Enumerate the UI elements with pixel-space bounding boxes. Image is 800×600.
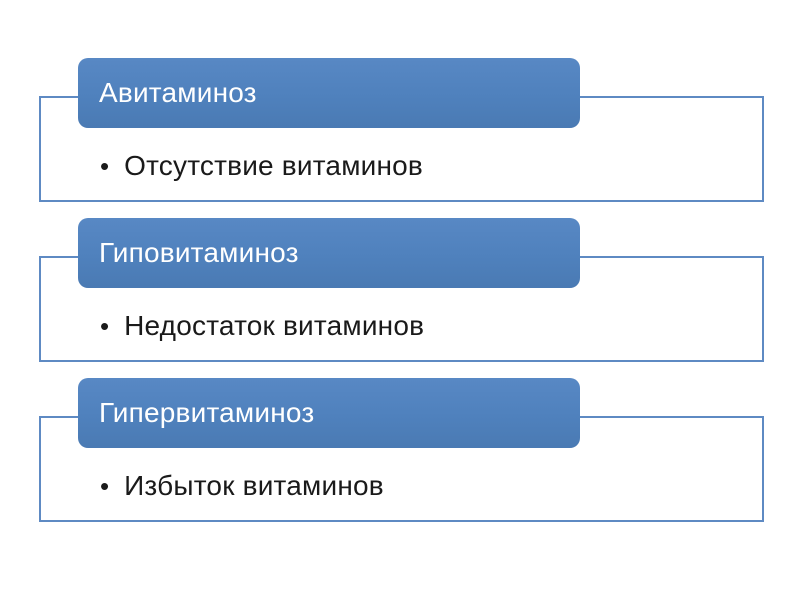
list-item-bullet-text: Избыток витаминов — [124, 470, 384, 501]
list-item-bullet-row: • Отсутствие витаминов — [100, 146, 423, 186]
list-item-bullet-text: Недостаток витаминов — [124, 310, 425, 341]
list-item-header: Авитаминоз — [78, 58, 580, 128]
list-item-gipovitaminoz: Гиповитаминоз • Недостаток витаминов — [0, 218, 800, 378]
bullet-icon: • — [100, 471, 110, 501]
bullet-icon: • — [100, 151, 110, 181]
list-item-header: Гипервитаминоз — [78, 378, 580, 448]
bullet-icon: • — [100, 311, 110, 341]
list-item-title: Гиповитаминоз — [99, 237, 299, 268]
list-item-bullet-row: • Недостаток витаминов — [100, 306, 424, 346]
list-item-bullet-row: • Избыток витаминов — [100, 466, 384, 506]
list-item-title: Гипервитаминоз — [99, 397, 315, 428]
list-item-gipervitaminoz: Гипервитаминоз • Избыток витаминов — [0, 378, 800, 538]
list-item-avitaminoz: Авитаминоз • Отсутствие витаминов — [0, 58, 800, 218]
list-item-header: Гиповитаминоз — [78, 218, 580, 288]
list-item-title: Авитаминоз — [99, 77, 257, 108]
list-item-bullet-text: Отсутствие витаминов — [124, 150, 423, 181]
